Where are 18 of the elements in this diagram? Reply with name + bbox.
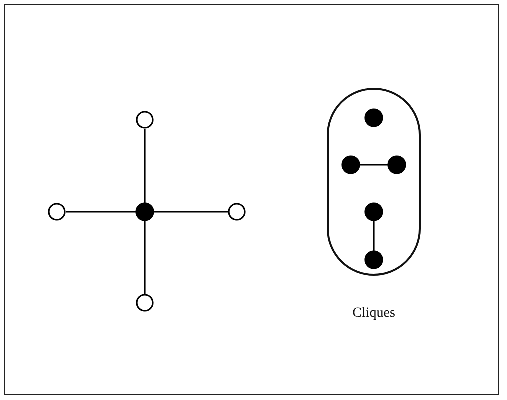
open-node xyxy=(136,111,154,129)
clique-capsule xyxy=(327,88,421,276)
connector-line xyxy=(154,211,228,213)
filled-node xyxy=(365,109,383,127)
connector-line xyxy=(66,211,136,213)
connector-line xyxy=(360,164,388,166)
connector-line xyxy=(373,221,375,251)
filled-node xyxy=(388,156,406,174)
open-node xyxy=(228,203,246,221)
filled-node xyxy=(365,203,383,221)
open-node xyxy=(136,294,154,312)
filled-node xyxy=(136,203,154,221)
connector-line xyxy=(144,221,146,294)
filled-node xyxy=(365,251,383,269)
node-label: Cliques xyxy=(352,306,396,322)
connector-line xyxy=(144,129,146,203)
open-node xyxy=(48,203,66,221)
filled-node xyxy=(342,156,360,174)
